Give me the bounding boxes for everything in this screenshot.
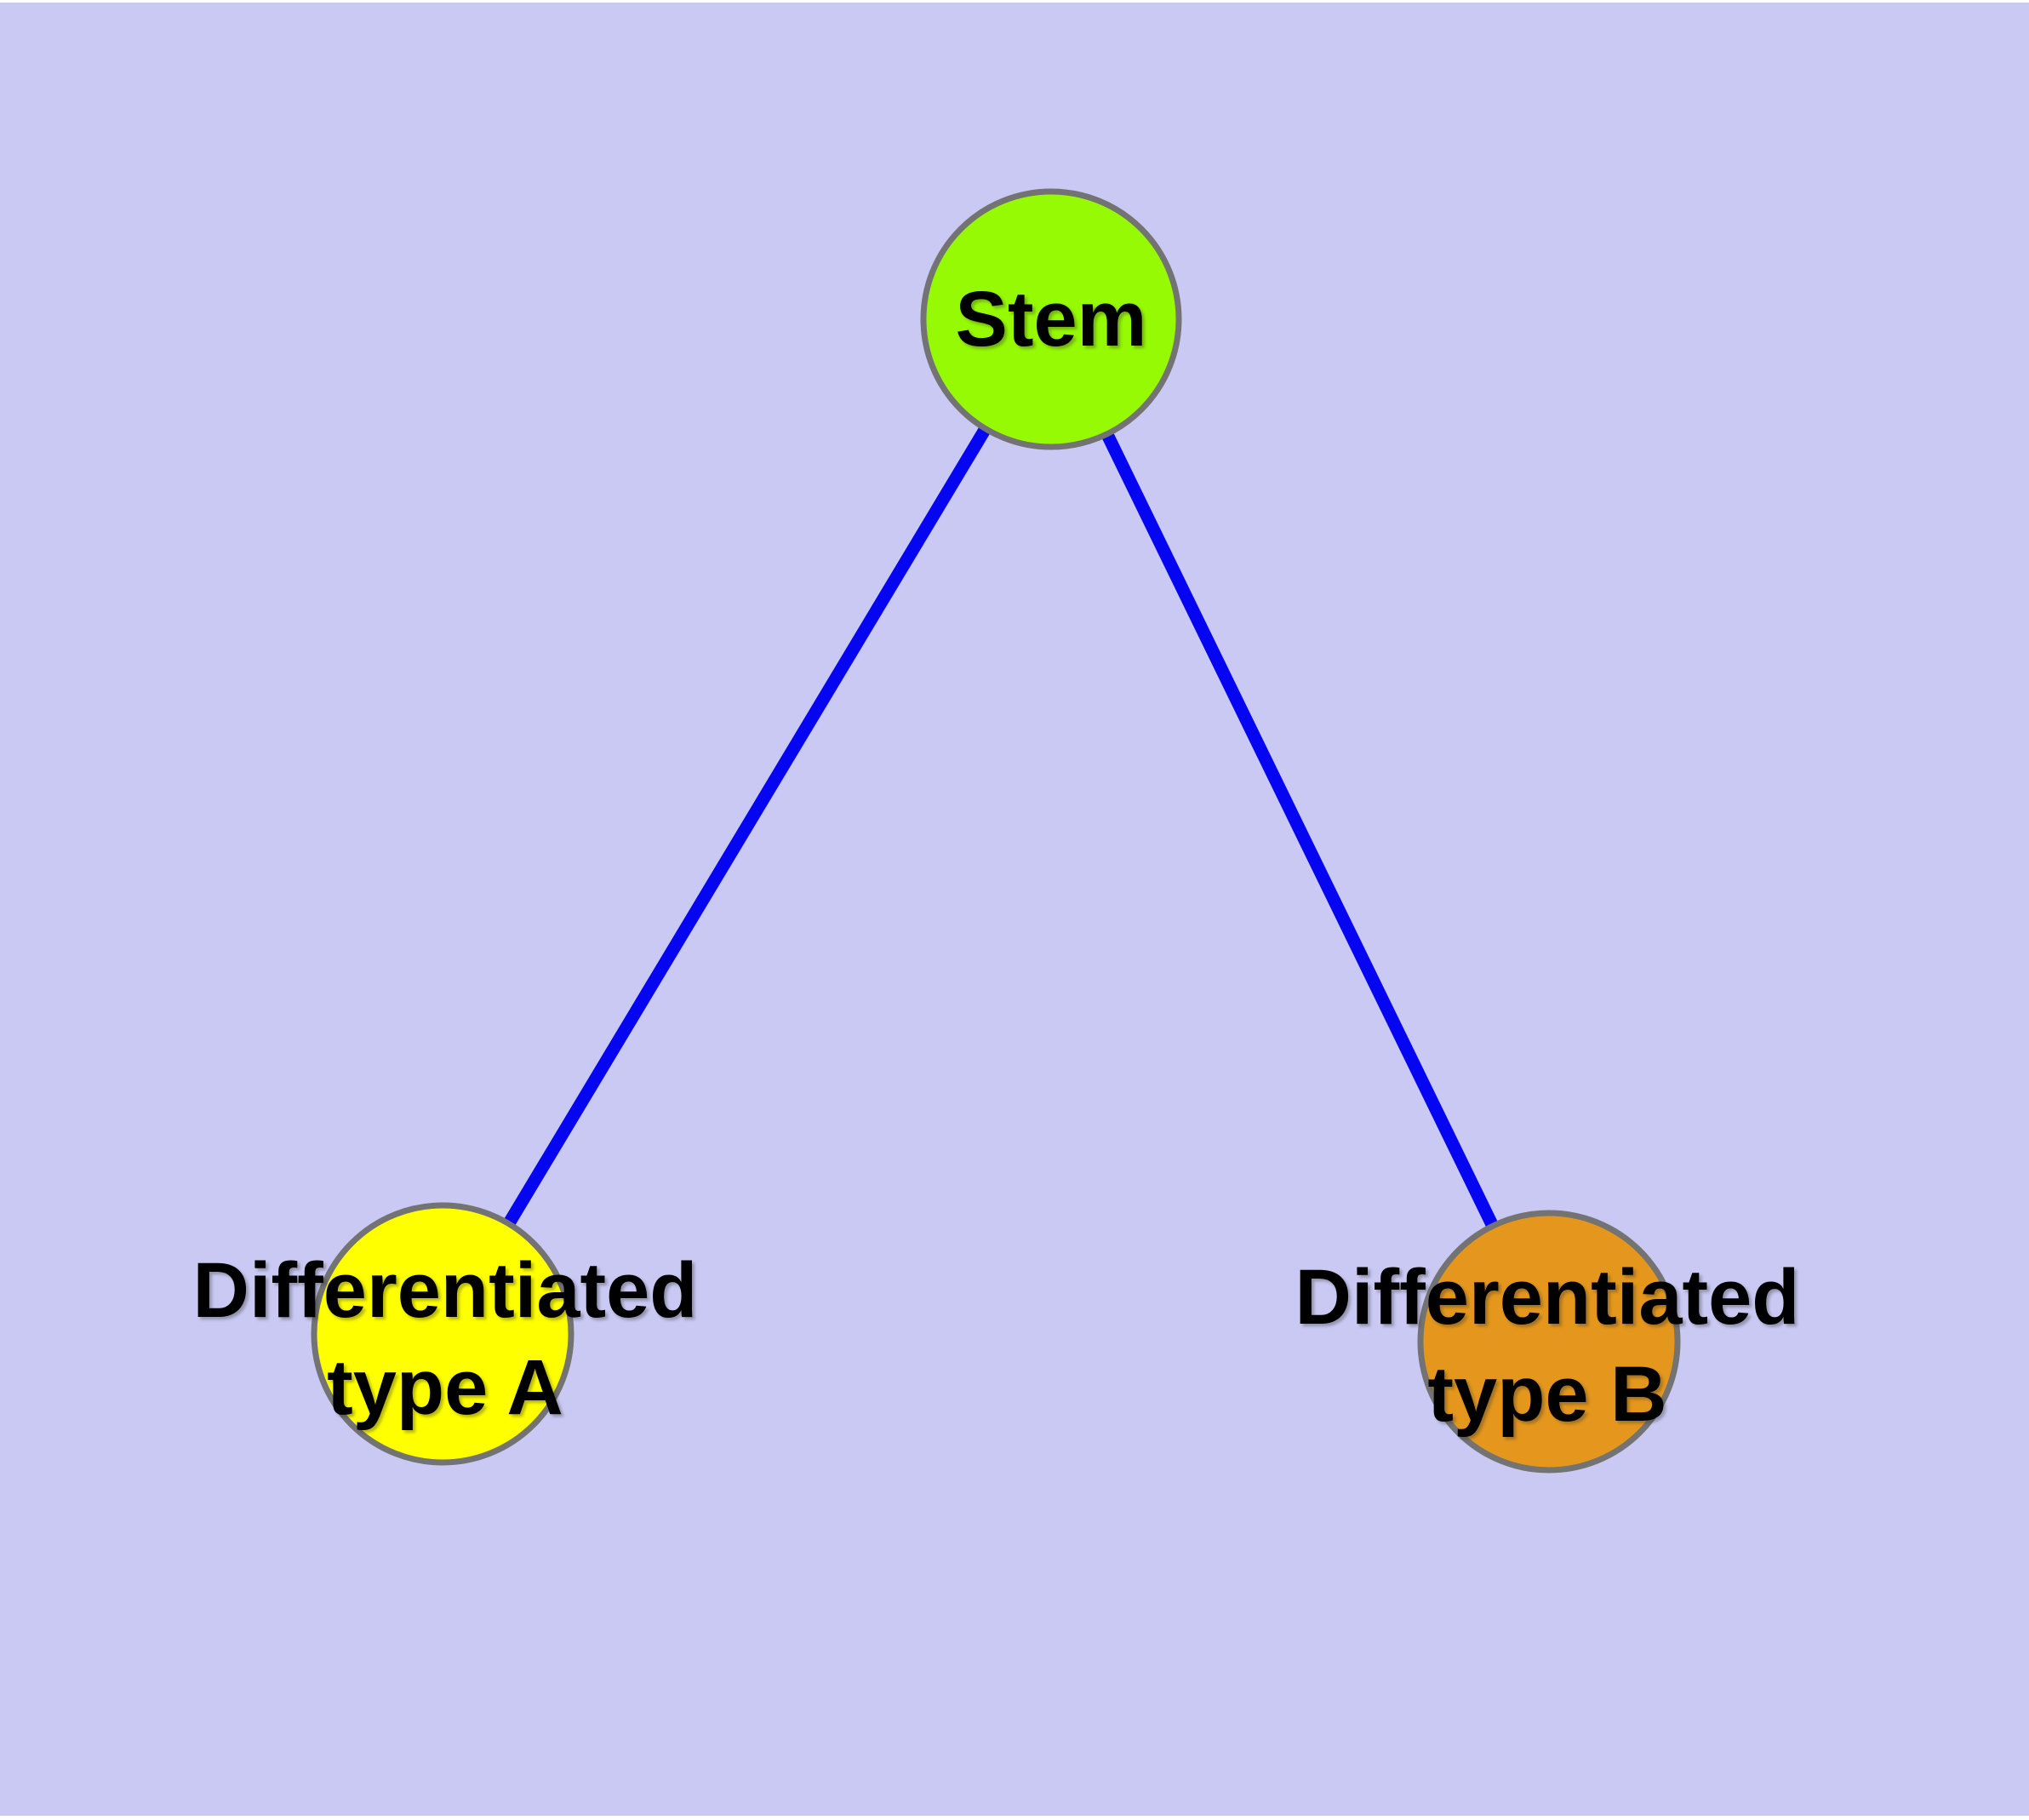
- edge-stem-to-type-a: [437, 316, 1057, 1337]
- node-stem-border: [920, 188, 1182, 450]
- graph-svg: [0, 3, 2029, 1816]
- node-type-b-circle: [1420, 1213, 1677, 1470]
- diagram-canvas: Stem Differentiated type A Differentiate…: [0, 3, 2029, 1816]
- node-type-a-border: [311, 1202, 574, 1466]
- node-type-b-border: [1417, 1210, 1681, 1474]
- node-type-a-circle: [314, 1205, 571, 1462]
- node-stem-circle: [923, 192, 1179, 447]
- edge-stem-to-type-b: [1045, 316, 1555, 1345]
